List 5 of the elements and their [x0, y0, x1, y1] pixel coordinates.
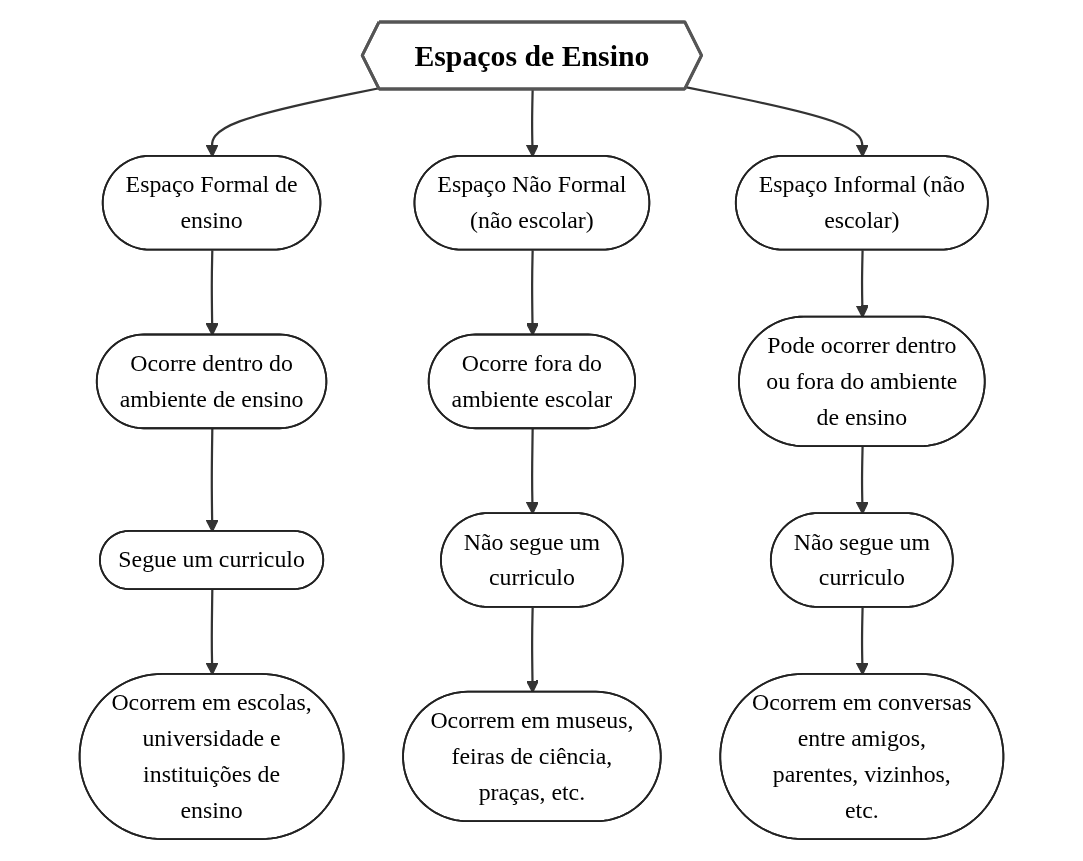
arrow: [855, 446, 869, 515]
arrow: [525, 429, 539, 515]
arrow: [205, 250, 219, 336]
arrow: [525, 250, 540, 336]
arrow: [855, 250, 869, 318]
